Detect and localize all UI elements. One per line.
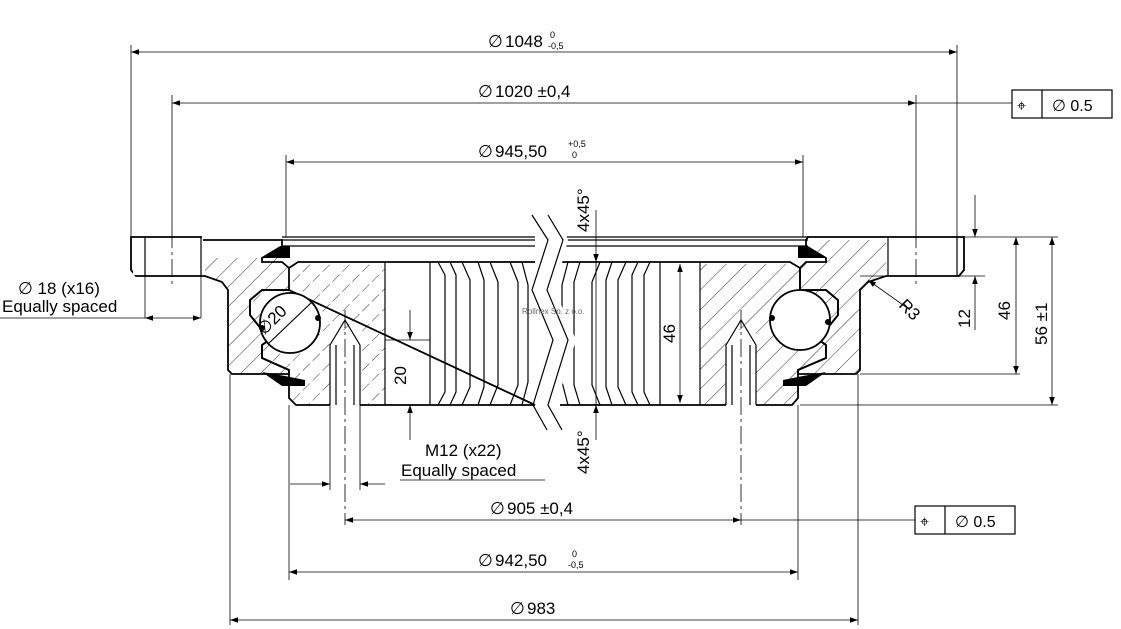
dim-46-inner-label: 46 <box>660 324 679 343</box>
dim-942-tol-lower: -0,5 <box>568 560 584 570</box>
thread-note-line1: M12 (x22) <box>425 441 502 460</box>
fcf-bottom-tolerance: ∅ 0.5 <box>955 514 996 531</box>
notes: ∅ 18 (x16) Equally spaced M12 (x22) Equa… <box>2 279 585 480</box>
dim-56-label: 56 ±1 <box>1032 303 1051 345</box>
dim-945-tol-upper: +0,5 <box>568 139 586 149</box>
radius-label: R3 <box>895 295 924 324</box>
dim-983-value: 983 <box>527 599 555 618</box>
watermark: Rollnex Sp. z o.o. <box>522 307 585 316</box>
dim-942-tol-upper: 0 <box>572 549 577 559</box>
dim-945-tol-lower: 0 <box>572 150 577 160</box>
dim-1048-tol-lower: -0,5 <box>548 41 564 51</box>
feature-control-frame-top: ⌖ ∅ 0.5 <box>1011 89 1113 119</box>
dim-1020-prefix: ∅ <box>478 82 493 101</box>
dim-1048-value: 1048 <box>505 32 543 51</box>
break-line <box>531 200 576 440</box>
ball-left <box>259 292 321 354</box>
extension-lines <box>130 45 1058 625</box>
ball-right <box>769 289 831 351</box>
dim-12-label: 12 <box>955 309 974 328</box>
fcf-top-tolerance: ∅ 0.5 <box>1052 98 1093 115</box>
top-band <box>262 236 826 258</box>
dim-20-label: 20 <box>391 366 410 385</box>
dim-945-value: 945,50 <box>495 142 547 161</box>
holes-note-line2: Equally spaced <box>2 297 117 316</box>
holes-note-line1: ∅ 18 (x16) <box>18 279 100 298</box>
position-icon: ⌖ <box>1017 98 1026 115</box>
dim-46-label: 46 <box>995 301 1014 320</box>
dim-983-prefix: ∅ <box>510 599 525 618</box>
chamfer-top-label: 4x45° <box>574 188 593 232</box>
dimension-lines <box>0 49 1055 623</box>
chamfer-bottom-label: 4x45° <box>574 430 593 474</box>
dim-905-value: 905 ±0,4 <box>507 499 573 518</box>
dim-1048-tol-upper: 0 <box>550 30 555 40</box>
thread-holes <box>329 310 757 525</box>
dim-905-prefix: ∅ <box>490 499 505 518</box>
feature-control-frame-bottom: ⌖ ∅ 0.5 <box>914 505 1016 535</box>
dim-942-value: 942,50 <box>495 551 547 570</box>
dim-945-prefix: ∅ <box>478 142 493 161</box>
thread-note-line2: Equally spaced <box>401 461 516 480</box>
dim-1048-prefix: ∅ <box>488 32 503 51</box>
position-icon: ⌖ <box>920 514 929 531</box>
dim-1020-value: 1020 ±0,4 <box>495 82 571 101</box>
dim-942-prefix: ∅ <box>478 551 493 570</box>
